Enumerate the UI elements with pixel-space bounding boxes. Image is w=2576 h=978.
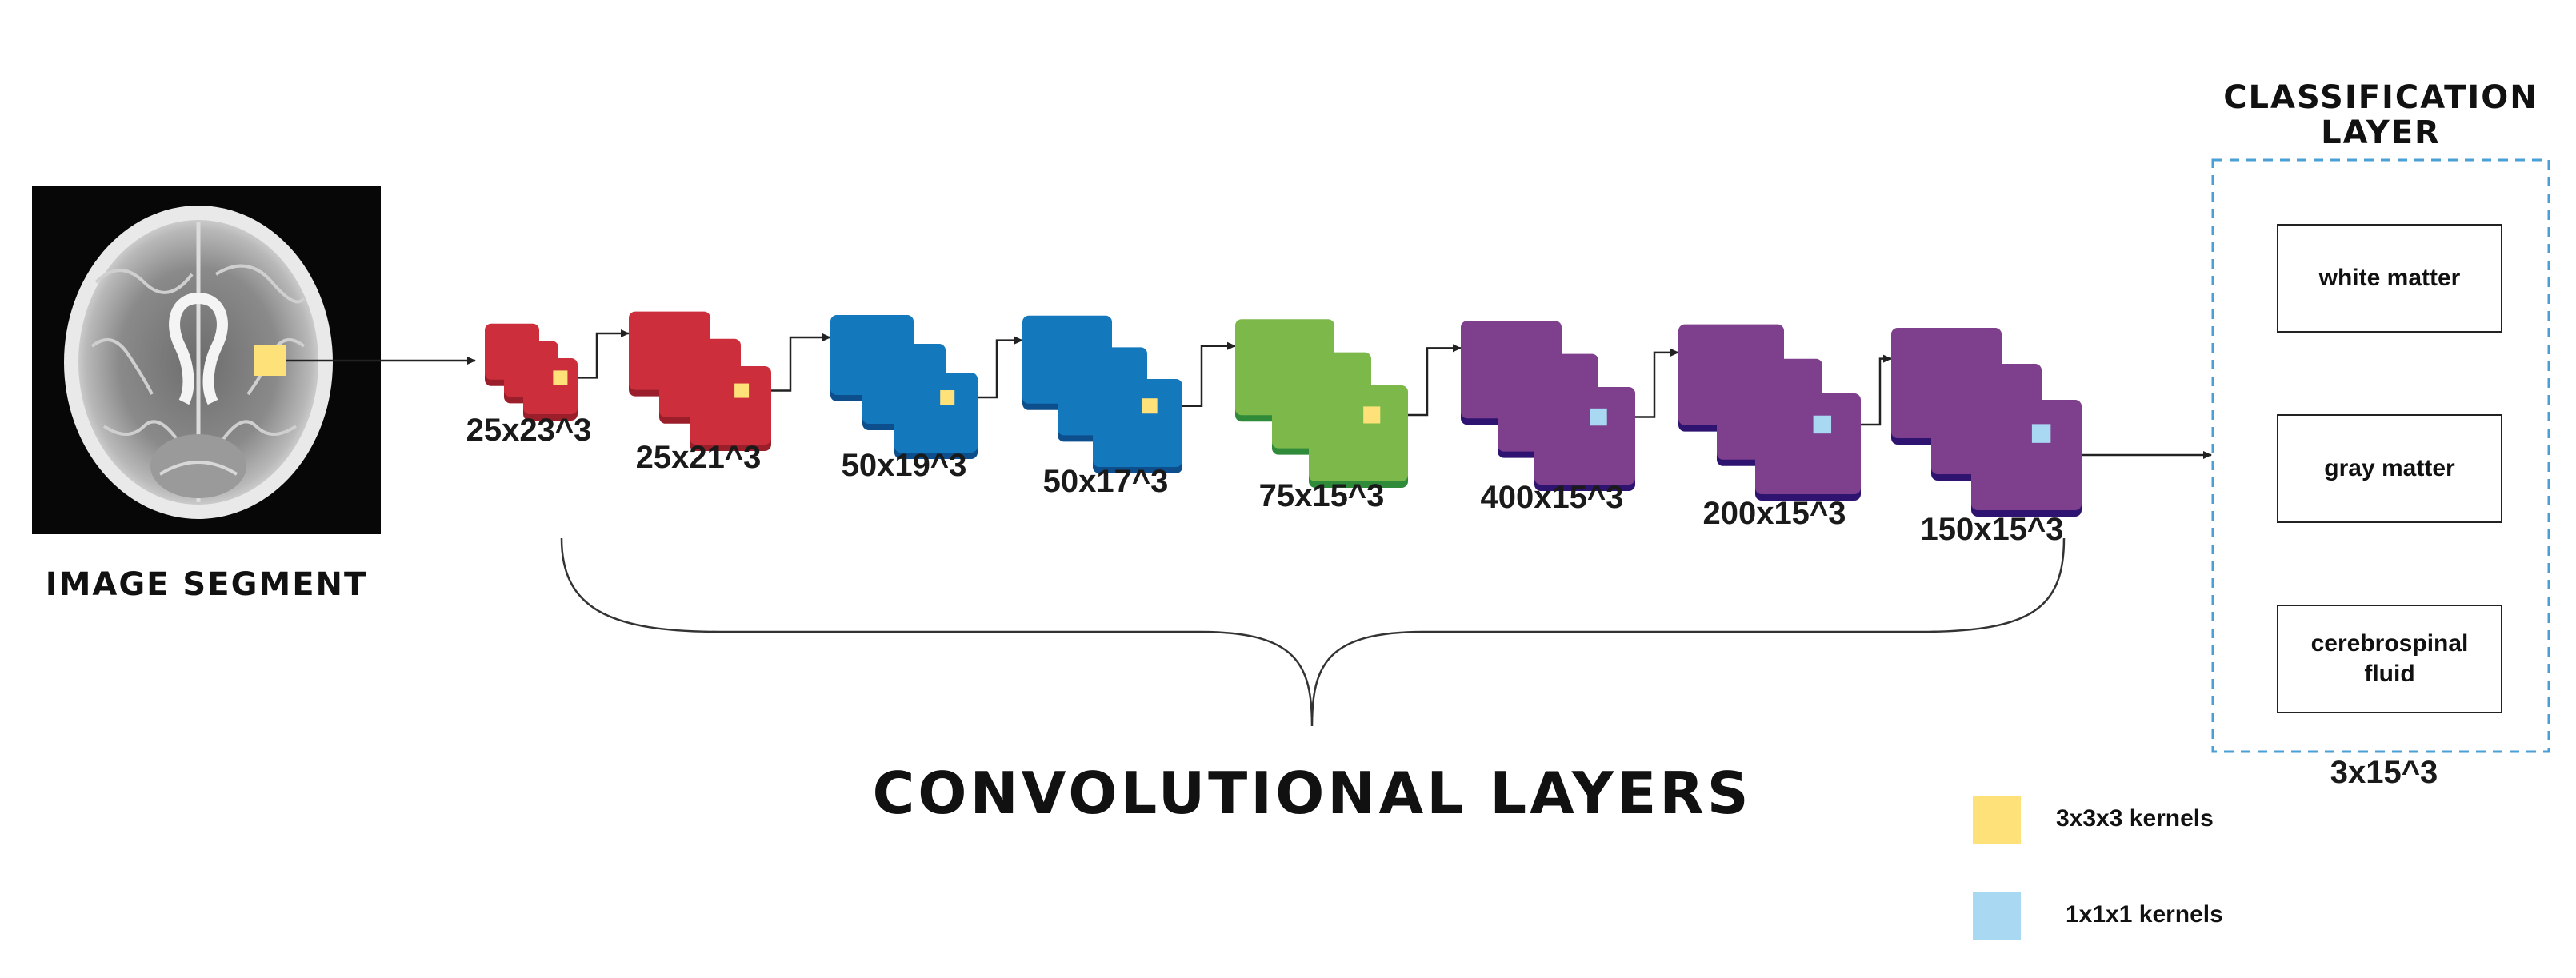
layer-block xyxy=(830,315,978,459)
layer-size-label: 25x21^3 xyxy=(635,440,762,475)
classification-title-line1: CLASSIFICATION xyxy=(2223,79,2538,116)
classification-layer-box xyxy=(2211,158,2550,753)
layer-block xyxy=(1461,321,1635,491)
kernel-marker xyxy=(2031,424,2051,443)
legend-label-3x3x3: 3x3x3 kernels xyxy=(2056,805,2214,832)
kernel-marker xyxy=(1363,406,1381,424)
kernel-marker xyxy=(1142,398,1158,414)
layer-size-label: 50x19^3 xyxy=(841,448,967,483)
classification-title-line2: LAYER xyxy=(2321,114,2441,151)
layer-block xyxy=(485,323,578,421)
kernel-marker xyxy=(254,345,286,376)
feature-map-card xyxy=(1755,393,1861,501)
classification-layer-title: CLASSIFICATION LAYER xyxy=(2192,80,2570,150)
layer-size-label: 25x23^3 xyxy=(466,413,592,448)
kernel-marker xyxy=(553,370,568,385)
feature-map-card xyxy=(1971,400,2082,517)
layer-block xyxy=(629,311,771,451)
kernel-marker xyxy=(940,390,955,405)
layer-size-label: 150x15^3 xyxy=(1920,512,2064,547)
kernel-marker xyxy=(1590,408,1607,426)
convolutional-layers-label: CONVOLUTIONAL LAYERS xyxy=(872,760,1752,827)
layer-size-label: 75x15^3 xyxy=(1258,478,1385,513)
layer-block xyxy=(1235,319,1408,488)
feature-map-card xyxy=(523,358,578,421)
layer-size-label: 200x15^3 xyxy=(1702,496,1846,531)
feature-map-card xyxy=(894,373,978,459)
layer-block xyxy=(1891,328,2082,517)
class-white-matter: white matter xyxy=(2277,224,2502,333)
kernel-marker xyxy=(1813,415,1832,434)
image-segment-label: IMAGE SEGMENT xyxy=(45,566,368,603)
feature-map-card xyxy=(1534,387,1635,491)
classification-size-label: 3x15^3 xyxy=(2330,755,2438,790)
class-cerebrospinal-fluid: cerebrospinal fluid xyxy=(2277,605,2502,713)
feature-map-card xyxy=(690,366,771,451)
layer-block xyxy=(1678,324,1861,501)
kernel-marker xyxy=(734,383,750,398)
legend-swatch-1x1x1 xyxy=(1973,892,2021,940)
layer-size-label: 400x15^3 xyxy=(1480,480,1624,515)
layer-size-label: 50x17^3 xyxy=(1042,464,1169,499)
layer-block xyxy=(1022,315,1182,473)
convolutional-brace xyxy=(560,537,2066,727)
connector-arrow xyxy=(567,329,630,379)
layer-blocks xyxy=(254,311,2082,517)
class-gray-matter: gray matter xyxy=(2277,414,2502,523)
feature-map-card xyxy=(1093,379,1182,473)
legend-swatch-3x3x3 xyxy=(1973,796,2021,844)
legend-label-1x1x1: 1x1x1 kernels xyxy=(2066,901,2223,928)
feature-map-card xyxy=(1309,385,1408,488)
